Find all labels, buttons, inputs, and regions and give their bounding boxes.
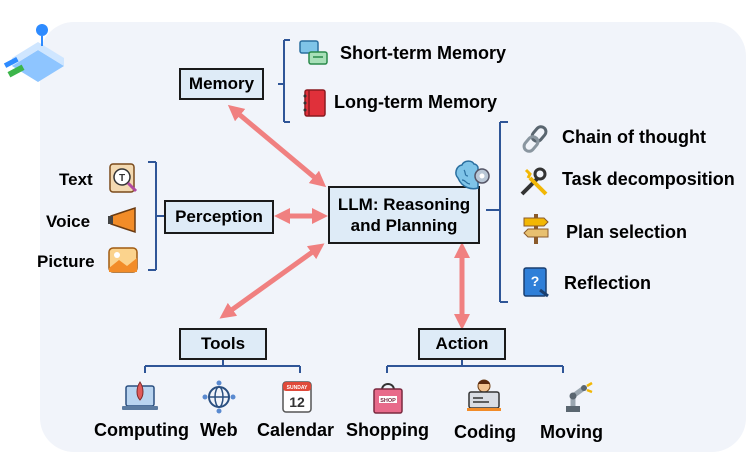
llm-title-line-2: and Planning [350, 216, 458, 235]
calendar-icon: SUNDAY 12 [282, 381, 312, 413]
tools-tree [144, 358, 301, 373]
short-term-memory-label: Short-term Memory [340, 43, 507, 63]
perception-bracket [148, 161, 164, 271]
computing-label: Computing [94, 420, 189, 440]
voice-label: Voice [46, 212, 91, 231]
shopping-label: Shopping [346, 420, 429, 440]
planning-bracket [486, 121, 508, 303]
action-box: Action [418, 328, 506, 360]
shop-sign-text: SHOP [380, 398, 396, 404]
text-label: Text [59, 170, 93, 189]
robot-arm-icon [566, 381, 593, 412]
action-tree [386, 358, 564, 373]
web-label: Web [200, 420, 238, 440]
perception-title: Perception [175, 207, 263, 226]
brain-gear-icon [455, 160, 490, 190]
svg-text:T: T [119, 173, 125, 184]
memory-bracket [278, 39, 290, 123]
tools-box: Tools [179, 328, 267, 360]
text-scroll-icon: T [109, 163, 138, 193]
arrow-memory-llm [227, 104, 327, 188]
coding-label: Coding [454, 422, 516, 442]
llm-title-line-1: LLM: Reasoning [337, 194, 471, 214]
calendar-day-text: 12 [289, 394, 305, 410]
chain-link-icon [522, 125, 548, 153]
chain-of-thought-label: Chain of thought [562, 127, 706, 147]
action-title: Action [435, 334, 489, 353]
memory-title: Memory [188, 74, 255, 93]
agent-logo-icon [3, 24, 64, 82]
picture-label: Picture [37, 252, 95, 271]
globe-network-icon [202, 380, 236, 414]
reflection-book-icon: ? [523, 267, 549, 298]
laptop-rocket-icon [122, 381, 158, 410]
perception-box: Perception [164, 200, 274, 234]
long-term-memory-label: Long-term Memory [334, 92, 498, 112]
coder-at-computer-icon [467, 379, 501, 411]
tools-icon [520, 167, 548, 196]
task-decomposition-label: Task decomposition [562, 169, 735, 189]
picture-icon [108, 247, 138, 273]
tools-title: Tools [200, 334, 246, 353]
shopping-bag-icon: SHOP [373, 383, 403, 414]
megaphone-icon [108, 206, 136, 234]
llm-box: LLM: Reasoning and Planning [328, 186, 480, 244]
reflection-label: Reflection [564, 273, 652, 293]
calendar-label: Calendar [257, 420, 335, 440]
chat-bubbles-icon [299, 40, 328, 65]
notebook-icon [303, 89, 326, 117]
signpost-icon [523, 214, 549, 244]
calendar-month-text: SUNDAY [287, 385, 308, 391]
arrow-tools-llm [219, 243, 325, 319]
svg-text:?: ? [531, 273, 540, 289]
plan-selection-label: Plan selection [566, 222, 688, 242]
memory-box: Memory [179, 68, 264, 100]
moving-label: Moving [540, 422, 603, 442]
